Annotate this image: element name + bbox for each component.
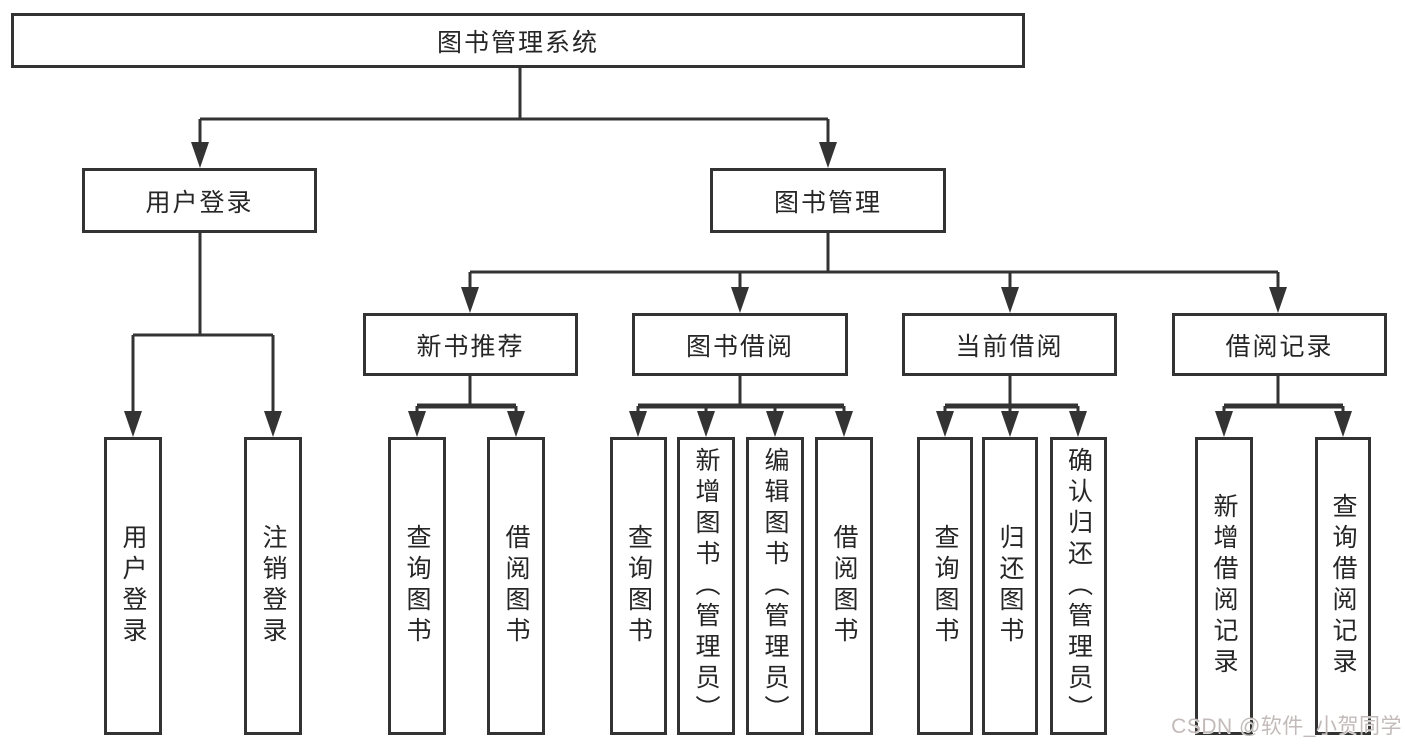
leaf-user-login: 用户登录 [104, 437, 162, 735]
leaf-current-confirm-return-admin: 确认归还（管理员） [1050, 437, 1107, 735]
leaf-current-query-books: 查询图书 [917, 437, 973, 735]
leaf-records-query-borrow-record: 查询借阅记录 [1315, 437, 1371, 735]
leaf-recommend-query-books: 查询图书 [388, 437, 446, 735]
csdn-watermark: CSDN @软件_小贺同学 [1171, 715, 1402, 738]
leaf-logout: 注销登录 [244, 437, 302, 735]
leaf-borrowing-edit-books-admin: 编辑图书（管理员） [746, 437, 804, 735]
leaf-records-add-borrow-record: 新增借阅记录 [1195, 437, 1253, 735]
node-new-book-recommendation: 新书推荐 [363, 313, 578, 376]
leaf-current-return-books: 归还图书 [982, 437, 1038, 735]
node-book-borrowing: 图书借阅 [632, 313, 848, 376]
leaf-borrowing-borrow-books: 借阅图书 [815, 437, 873, 735]
node-book-management: 图书管理 [710, 168, 946, 233]
node-library-management-system: 图书管理系统 [11, 13, 1025, 68]
node-user-login: 用户登录 [82, 168, 317, 233]
node-current-borrowing: 当前借阅 [902, 313, 1117, 376]
leaf-borrowing-query-books: 查询图书 [610, 437, 667, 735]
node-borrowing-records: 借阅记录 [1172, 313, 1387, 376]
leaf-borrowing-add-books-admin: 新增图书（管理员） [677, 437, 735, 735]
leaf-recommend-borrow-books: 借阅图书 [487, 437, 545, 735]
